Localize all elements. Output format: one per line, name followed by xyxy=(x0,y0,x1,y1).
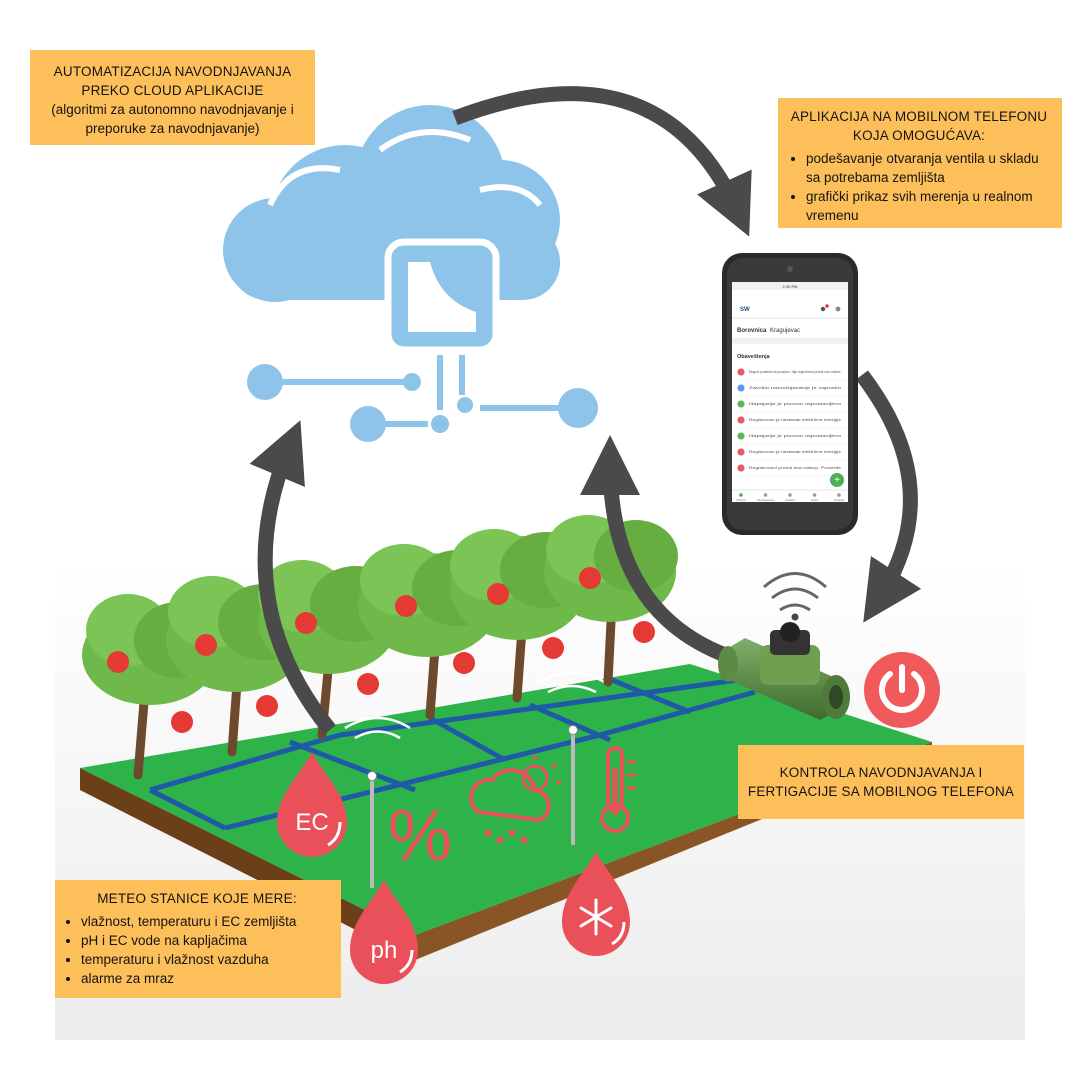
phone-notification-icon xyxy=(737,464,745,472)
phone-notification-icon xyxy=(737,448,745,456)
meteo-stations-box: METEO STANICE KOJE MERE: vlažnost, tempe… xyxy=(55,880,341,998)
phone-notification-icon xyxy=(737,432,745,440)
cloud-box-subtitle: (algoritmi za autonomno navodnjavanje i … xyxy=(51,102,294,136)
phone-notification-text: Završio navodnjavanje je zaposlio xyxy=(749,386,841,390)
cloud-box-title: AUTOMATIZACIJA NAVODNJAVANJA PREKO CLOUD… xyxy=(53,64,292,98)
cloud-app-logo-icon xyxy=(384,238,500,354)
phone-notification-icon xyxy=(737,416,745,424)
phone-nav-label[interactable]: Postavke xyxy=(834,498,845,502)
ec-label: EC xyxy=(295,809,328,836)
meteo-box-item: vlažnost, temperaturu i EC zemljišta xyxy=(81,912,331,931)
phone-plus-icon: + xyxy=(834,475,840,486)
phone-badge-icon xyxy=(825,304,829,308)
irrigation-pipe-cross-4 xyxy=(528,702,612,743)
phone-notification-item[interactable]: Mogući problemi sa pumpom. Nije registro… xyxy=(736,368,846,380)
phone-section-title: Obaveštenja xyxy=(737,354,771,360)
phone-notification-item[interactable]: Napajanje je ponovo uspostavljeno xyxy=(736,432,846,444)
app-box-item: grafički prikaz svih merenja u realnom v… xyxy=(806,187,1050,225)
app-box-title: APLIKACIJA NA MOBILNOM TELEFONU KOJA OMO… xyxy=(790,109,1048,143)
phone-notification-text: Registrovani protok ima odstup. Proverit… xyxy=(749,466,841,470)
percent-humidity-icon: % xyxy=(388,796,452,876)
phone-notification-text: Napajanje je ponovo uspostavljeno xyxy=(749,402,841,406)
control-box-title: KONTROLA NAVODNJAVANJA I FERTIGACIJE SA … xyxy=(747,765,1015,799)
phone-notification-item[interactable]: Registrovani protok ima odstup. Proverit… xyxy=(736,464,846,476)
field-wifi-arc xyxy=(537,671,607,685)
phone-user-icon xyxy=(835,306,841,312)
phone-nav-label[interactable]: Analitika xyxy=(785,498,795,502)
phone-notifications: Mogući problemi sa pumpom. Nije registro… xyxy=(736,368,846,476)
phone-location-bold: Borovnica xyxy=(737,328,767,334)
smartphone: 2:30 PM SW Borovnica Kragujevac Obavešte… xyxy=(722,253,858,535)
irrigation-pipe-cross-5 xyxy=(611,677,691,715)
phone-nav-icon[interactable] xyxy=(763,493,768,497)
ec-drop-icon: EC xyxy=(277,752,347,857)
phone-notification-item[interactable]: Završio navodnjavanje je zaposlio xyxy=(736,384,846,396)
phone-notification-text: Registrovan je nestanak električne energ… xyxy=(749,418,841,422)
irrigation-pipe-main xyxy=(149,675,753,793)
phone-notification-text: Registrovan je nestanak električne energ… xyxy=(749,450,841,454)
thermometer-icon xyxy=(600,746,636,833)
arrow-phone-to-valve xyxy=(856,370,922,623)
power-icon[interactable] xyxy=(864,652,940,728)
phone-notification-item[interactable]: Napajanje je ponovo uspostavljeno xyxy=(736,400,846,412)
phone-notification-icon xyxy=(737,384,745,392)
percent-label: % xyxy=(388,796,452,876)
app-box-list: podešavanje otvaranja ventila u skladu s… xyxy=(788,149,1050,225)
phone-nav-icon[interactable] xyxy=(837,493,841,497)
mobile-app-box: APLIKACIJA NA MOBILNOM TELEFONU KOJA OMO… xyxy=(778,98,1062,228)
phone-nav-label[interactable]: Ventili xyxy=(811,498,818,502)
meteo-box-item: pH i EC vode na kapljačima xyxy=(81,931,331,950)
phone-bell-icon xyxy=(820,306,826,312)
sensor-probes xyxy=(367,725,578,888)
frost-drop-icon xyxy=(562,852,630,956)
irrigation-pipe-cross-1 xyxy=(148,787,227,831)
arrow-cloud-to-phone xyxy=(452,86,752,237)
phone-nav-label[interactable]: Navodnjavanje xyxy=(757,498,775,502)
field-wifi-arc xyxy=(354,730,401,740)
flow-arrows xyxy=(249,86,922,735)
cloud-connections xyxy=(247,355,598,442)
cloud-automation-box: AUTOMATIZACIJA NAVODNJAVANJA PREKO CLOUD… xyxy=(30,50,315,145)
irrigation-pipe-cross-3 xyxy=(428,715,507,763)
phone-nav-label[interactable]: Početna xyxy=(736,498,746,502)
meteo-box-item: alarme za mraz xyxy=(81,969,331,988)
weather-cloud-icon xyxy=(469,755,561,844)
phone-notification-item[interactable]: Registrovan je nestanak električne energ… xyxy=(736,448,846,460)
phone-location: Borovnica Kragujevac xyxy=(737,328,800,334)
irrigation-valve xyxy=(718,572,850,720)
phone-nav-icon[interactable] xyxy=(739,493,743,497)
phone-add-button xyxy=(830,473,844,487)
phone-screen xyxy=(732,282,848,502)
meteo-box-list: vlažnost, temperaturu i EC zemljišta pH … xyxy=(63,912,331,988)
arrow-valve-to-cloud-right xyxy=(580,435,728,662)
phone-status-time: 2:30 PM xyxy=(783,284,798,289)
ph-label: ph xyxy=(371,937,398,964)
field-wifi-arc xyxy=(344,716,411,730)
arrow-field-to-cloud-left xyxy=(249,420,336,735)
phone-notification-icon xyxy=(737,400,745,408)
meteo-box-title: METEO STANICE KOJE MERE: xyxy=(97,891,297,906)
app-box-item: podešavanje otvaranja ventila u skladu s… xyxy=(806,149,1050,187)
irrigation-pipe-cross-2 xyxy=(289,739,416,793)
control-box: KONTROLA NAVODNJAVANJA I FERTIGACIJE SA … xyxy=(738,745,1024,819)
phone-notification-icon xyxy=(737,368,745,376)
phone-app-logo: SW xyxy=(740,307,750,313)
phone-notification-text: Napajanje je ponovo uspostavljeno xyxy=(749,434,841,438)
meteo-box-item: temperaturu i vlažnost vazduha xyxy=(81,950,331,969)
field-wifi-arc xyxy=(547,684,597,694)
phone-location-rest: Kragujevac xyxy=(770,328,800,334)
snowflake-icon xyxy=(579,898,613,936)
phone-nav-icon[interactable] xyxy=(812,493,817,497)
phone-notification-item[interactable]: Registrovan je nestanak električne energ… xyxy=(736,416,846,428)
grass xyxy=(80,664,932,935)
phone-nav-icon[interactable] xyxy=(788,493,792,497)
phone-notification-text: Mogući problemi sa pumpom. Nije registro… xyxy=(749,370,841,374)
ph-drop-icon: ph xyxy=(350,880,418,984)
phone-bottom-nav: Početna Navodnjavanje Analitika Ventili Post… xyxy=(736,493,845,502)
